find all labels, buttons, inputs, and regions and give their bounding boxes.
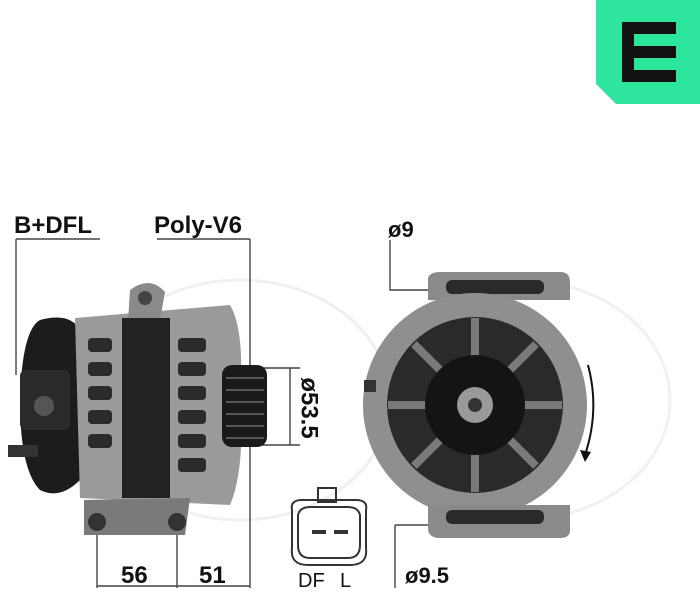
dimension-right-label: 51 [199, 562, 226, 589]
brand-logo-icon [596, 0, 700, 104]
dimension-lines [15, 238, 430, 588]
pulley-diameter-label: ø53.5 [295, 377, 323, 439]
alternator-front-view [363, 272, 595, 538]
connector-label: B+DFL [14, 212, 92, 239]
plug-pin-df-label: DF [298, 570, 325, 592]
dimension-left-label: 56 [121, 562, 148, 589]
plug-pin-l-label: L [340, 570, 352, 592]
plug-connector-icon [290, 487, 368, 566]
pulley-label: Poly-V6 [154, 212, 243, 239]
bottom-hole-diameter-label: ø9.5 [405, 563, 450, 588]
alternator-side-view [8, 282, 267, 535]
top-hole-diameter-label: ø9 [388, 217, 414, 242]
